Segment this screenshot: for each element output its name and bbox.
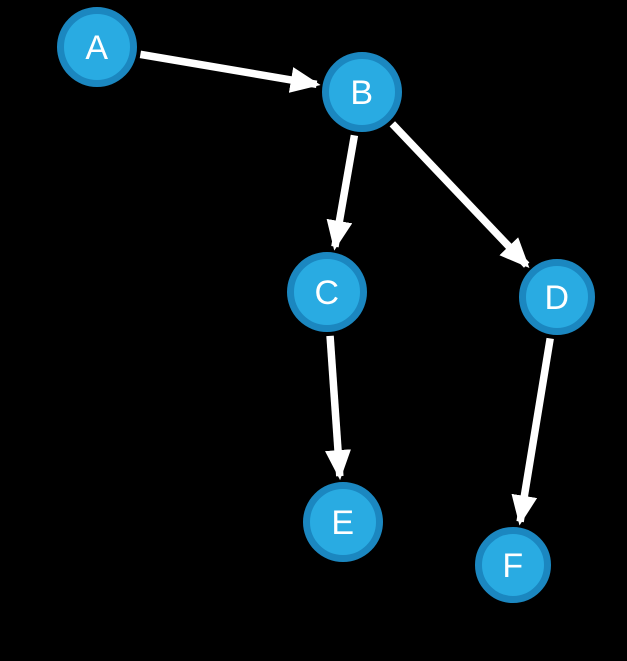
node-circle[interactable] <box>287 252 367 332</box>
nodes-layer: A B C D E F <box>57 7 595 603</box>
graph-node-D[interactable]: D <box>519 259 595 335</box>
graph-node-A[interactable]: A <box>57 7 137 87</box>
node-circle[interactable] <box>475 527 551 603</box>
graph-edge-B-D <box>389 121 530 269</box>
node-label: C <box>314 274 339 312</box>
graph-edge-D-F <box>511 337 554 526</box>
node-circle[interactable] <box>303 482 383 562</box>
node-label: D <box>544 279 569 317</box>
edges-layer <box>139 50 554 526</box>
graph-node-B[interactable]: B <box>322 52 402 132</box>
graph-edge-C-E <box>325 335 351 481</box>
node-label: A <box>85 29 108 67</box>
graph-node-E[interactable]: E <box>303 482 383 562</box>
node-label: F <box>502 547 523 585</box>
graph-edge-B-C <box>326 134 359 251</box>
node-label: B <box>350 74 373 112</box>
graph-node-F[interactable]: F <box>475 527 551 603</box>
node-circle[interactable] <box>519 259 595 335</box>
node-label: E <box>331 504 354 542</box>
graph-edge-A-B <box>139 50 321 93</box>
node-circle[interactable] <box>57 7 137 87</box>
node-circle[interactable] <box>322 52 402 132</box>
graph-node-C[interactable]: C <box>287 252 367 332</box>
